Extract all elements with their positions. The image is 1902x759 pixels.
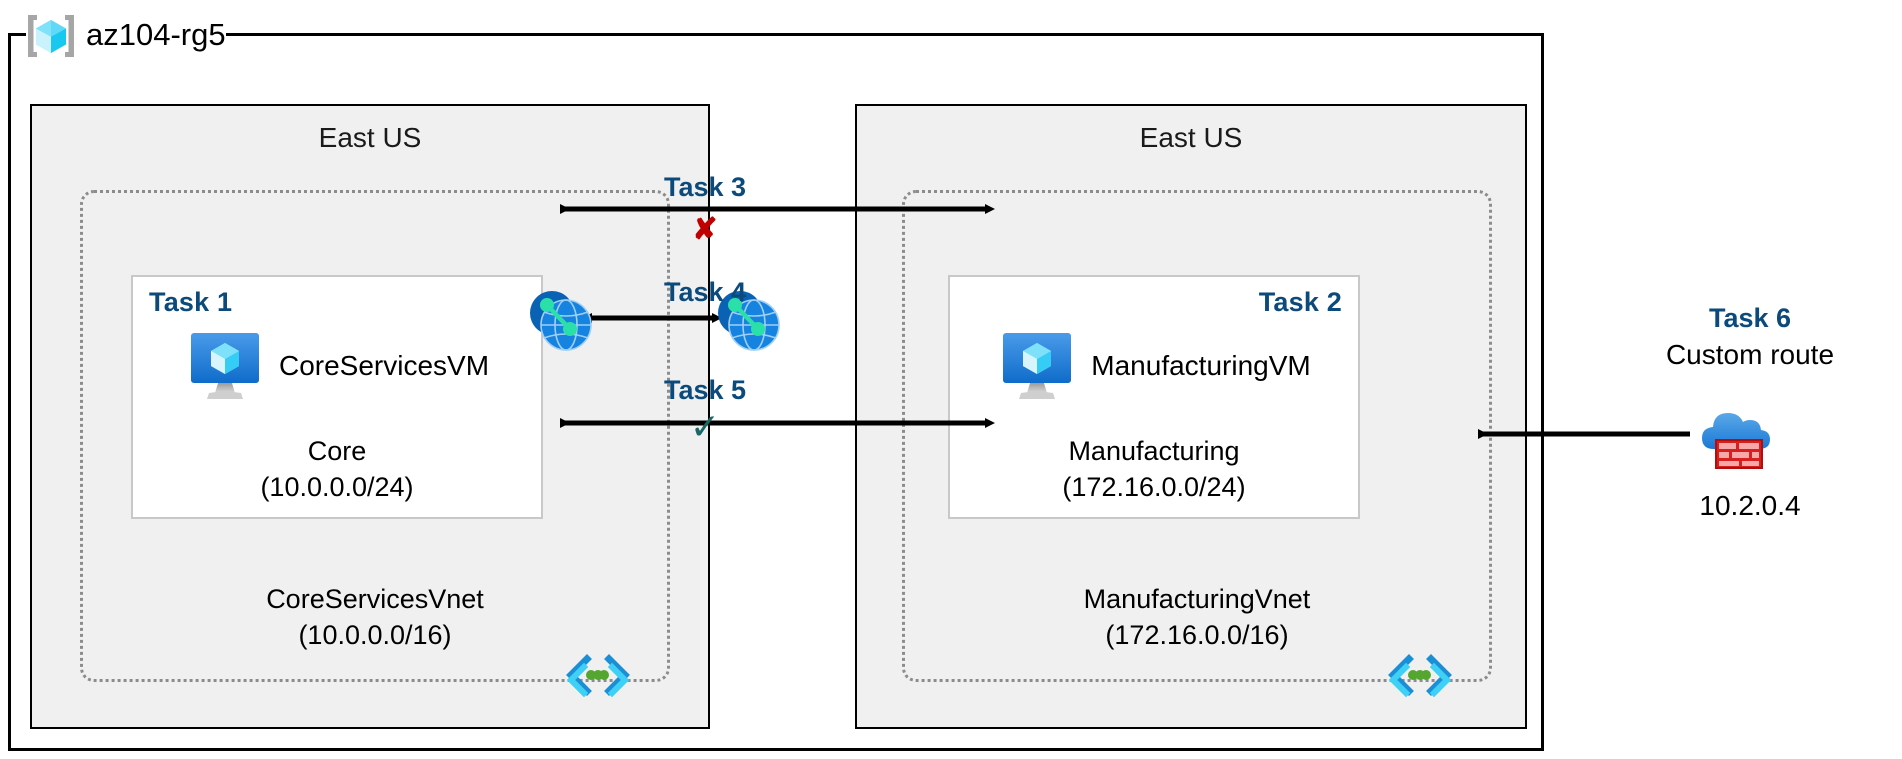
vnet-cidr-coreservices: (10.0.0.0/16) [298,620,452,650]
task-tag-1: Task 1 [149,287,233,317]
task-tag-2: Task 2 [1258,287,1342,317]
subnet-name-core: Core [307,436,367,466]
vnet-subnet-icon-left [563,653,633,698]
vnet-cidr-manufacturing: (172.16.0.0/16) [1105,620,1289,650]
resource-group-boundary [8,33,1544,751]
vm-name-coreservices: CoreServicesVM [278,350,490,381]
subnet-cidr-manufacturing: (172.16.0.0/24) [1062,472,1246,502]
vm-row-coreservices: CoreServicesVM [133,329,541,403]
custom-route-ip: 10.2.0.4 [1699,490,1801,521]
vnet-name-coreservices: CoreServicesVnet [266,584,484,614]
task-label-5: Task 5 [663,375,747,405]
vnet-coreservices: Task 1 [80,190,670,698]
vnet-subnet-icon-right [1385,653,1455,698]
vnet-name-manufacturing: ManufacturingVnet [1083,584,1311,614]
vnet-peering-icon-right [712,283,784,355]
region-title-right: East US [1139,122,1243,153]
vm-name-manufacturing: ManufacturingVM [1091,350,1311,381]
subnet-name-manufacturing: Manufacturing [1068,436,1240,466]
task-label-3: Task 3 [663,172,747,202]
vnet-peering-icon-left [524,283,596,355]
resource-group-icon [24,12,78,60]
region-box-left: East US Task 1 [30,104,710,729]
virtual-machine-icon [997,329,1077,403]
subnet-caption-manufacturing: Manufacturing (172.16.0.0/24) [950,433,1358,505]
task5-status-mark: ✓ [689,406,721,447]
subnet-core: Task 1 [131,275,543,519]
task3-status-mark: ✘ [692,213,718,246]
subnet-cidr-core: (10.0.0.0/24) [260,472,414,502]
subnet-caption-core: Core (10.0.0.0/24) [133,433,541,505]
region-title-left: East US [318,122,422,153]
task-label-6: Task 6 [1708,303,1792,333]
vnet-caption-manufacturing: ManufacturingVnet (172.16.0.0/16) [905,581,1489,653]
resource-group-name: az104-rg5 [86,17,226,52]
subnet-manufacturing: Task 2 [948,275,1360,519]
firewall-cloud-icon [1694,397,1774,473]
vnet-manufacturing: Task 2 [902,190,1492,698]
virtual-machine-icon [185,329,265,403]
task-label-4: Task 4 [663,277,747,307]
vnet-caption-coreservices: CoreServicesVnet (10.0.0.0/16) [83,581,667,653]
custom-route-label: Custom route [1665,339,1835,370]
vm-row-manufacturing: ManufacturingVM [950,329,1358,403]
